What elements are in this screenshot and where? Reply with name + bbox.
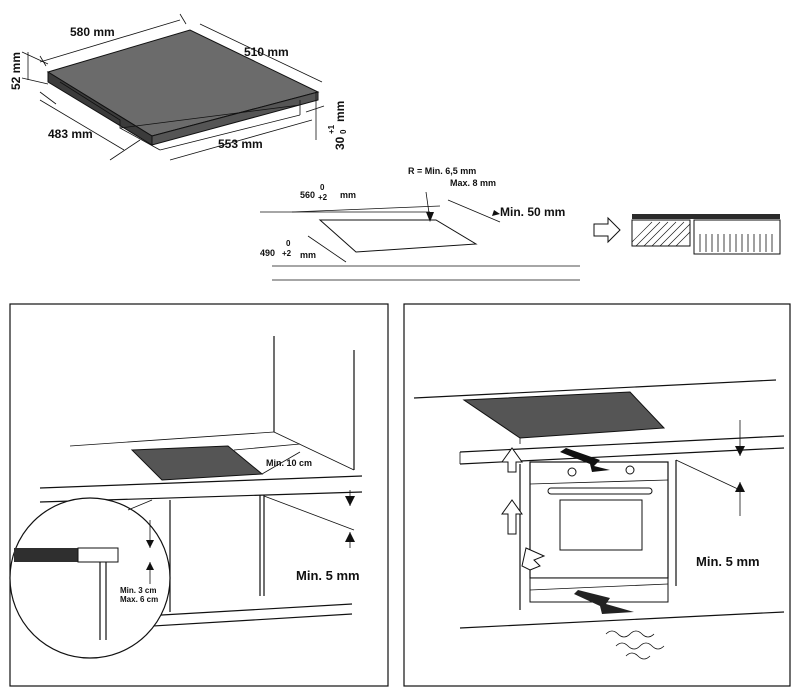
hob-width-label: 580 mm	[70, 25, 115, 39]
hob-dimensions-drawing: 580 mm 510 mm 52 mm 483 mm 553 mm 30 +1 …	[9, 13, 348, 161]
cutout-width-tol: +2	[318, 193, 328, 202]
wall-clearance-label: Min. 10 cm	[266, 458, 312, 468]
hob-depth-label: 510 mm	[244, 45, 289, 59]
air-in-arrow-icon	[560, 448, 610, 472]
detail-min-label: Min. 3 cm	[120, 586, 156, 595]
hob-thickness-label: 52 mm	[9, 52, 23, 90]
cutout-drawing: R = Min. 6,5 mm Max. 8 mm 560 0 +2 mm 49…	[260, 166, 580, 281]
under-clearance-label: Min. 5 mm	[296, 568, 360, 583]
radius-max-label: Max. 8 mm	[450, 178, 496, 188]
right-arrow-icon	[593, 216, 621, 244]
cutout-depth-tol: +2	[282, 249, 292, 258]
cutout-depth-unit: mm	[300, 250, 316, 260]
hob-height-tol-bottom: 0	[339, 129, 348, 134]
cutout-depth-label: 483 mm	[48, 127, 93, 141]
hob-height-label: 30	[333, 136, 347, 150]
cutout-width-tol0: 0	[320, 183, 325, 192]
detail-max-label: Max. 6 cm	[120, 595, 158, 604]
cutout-width-unit: mm	[340, 190, 356, 200]
airflow-up-arrows	[501, 447, 546, 571]
cutout-depth-tol0: 0	[286, 239, 291, 248]
air-in-lower-arrow-icon	[574, 590, 634, 614]
radius-label: R = Min. 6,5 mm	[408, 166, 476, 176]
right-installation-panel: Min. 5 mm	[403, 303, 791, 687]
cutout-width-label: 553 mm	[218, 137, 263, 151]
detail-magnifier	[9, 497, 171, 659]
hob-height-tol-top: +1	[327, 124, 336, 134]
hob-height-unit: mm	[333, 101, 347, 122]
cutout-width-value: 560	[300, 190, 315, 200]
cutout-depth-value: 490	[260, 248, 275, 258]
seal-detail-drawing	[593, 214, 781, 255]
heat-wave-icon	[605, 630, 655, 638]
left-installation-panel: Min. 10 cm Min. 5 mm Min. 3 cm Max. 6 cm	[9, 303, 389, 687]
edge-distance-label: Min. 50 mm	[500, 205, 565, 219]
right-clearance-label: Min. 5 mm	[696, 554, 760, 569]
